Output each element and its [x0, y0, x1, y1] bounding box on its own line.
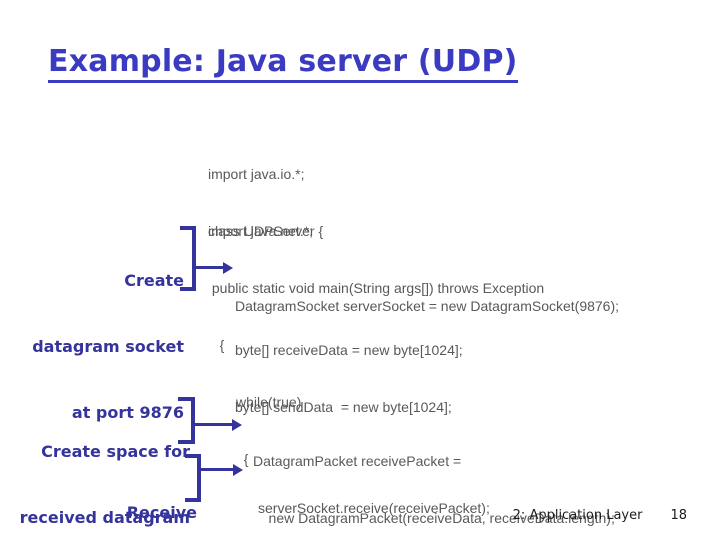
code-line: public static void main(String args[]) t…	[208, 280, 545, 296]
code-line: {	[236, 451, 249, 467]
code-while-block: while(true) {	[236, 355, 301, 507]
bracket-icon	[185, 454, 201, 502]
code-line: DatagramSocket serverSocket = new Datagr…	[235, 298, 620, 314]
slide-footer: 2: Application Layer 18	[513, 508, 687, 524]
code-line: while(true)	[236, 394, 302, 410]
code-line: DatagramPacket receivePacket =	[253, 453, 462, 469]
code-line: serverSocket.receive(receivePacket);	[258, 500, 490, 516]
code-line: {	[208, 337, 225, 353]
code-class-block: class UDPServer { public static void mai…	[208, 184, 544, 393]
code-byte-block: byte[] receiveData = new byte[1024]; byt…	[235, 303, 463, 455]
arrow-right-icon	[201, 463, 243, 476]
arrow-right-icon	[194, 418, 242, 431]
annotation-create-space: Create space for received datagram	[20, 397, 190, 540]
code-packet-block: DatagramPacket receivePacket = new Datag…	[253, 414, 615, 540]
annotation-create-socket: Create datagram socket at port 9876	[32, 226, 184, 468]
code-line: class UDPServer {	[208, 223, 324, 239]
annotation-line: received datagram	[19, 508, 190, 527]
annotation-line: Receive	[126, 503, 197, 522]
annotation-line: Create	[124, 271, 184, 290]
code-imports: import java.io.*; import java.net.*;	[208, 127, 313, 279]
code-line: import java.io.*;	[208, 166, 305, 182]
code-receive-line: serverSocket.receive(receivePacket);	[258, 461, 490, 540]
bracket-icon	[178, 397, 195, 444]
footer-section-label: 2: Application Layer	[512, 508, 643, 523]
annotation-receive: Receive datagram	[109, 458, 197, 540]
code-socket-line: DatagramSocket serverSocket = new Datagr…	[235, 259, 619, 354]
code-line: byte[] sendData = new byte[1024];	[235, 399, 452, 415]
arrow-right-icon	[196, 261, 233, 274]
annotation-line: at port 9876	[71, 403, 184, 422]
bracket-icon	[180, 226, 196, 291]
annotation-line: datagram socket	[32, 337, 184, 356]
footer-page-number: 18	[670, 508, 687, 523]
slide-title: Example: Java server (UDP)	[48, 46, 518, 83]
annotation-line: Create space for	[41, 442, 190, 461]
code-line: byte[] receiveData = new byte[1024];	[235, 342, 463, 358]
code-line: import java.net.*;	[208, 223, 314, 239]
code-line: new DatagramPacket(receiveData, receiveD…	[253, 510, 615, 526]
